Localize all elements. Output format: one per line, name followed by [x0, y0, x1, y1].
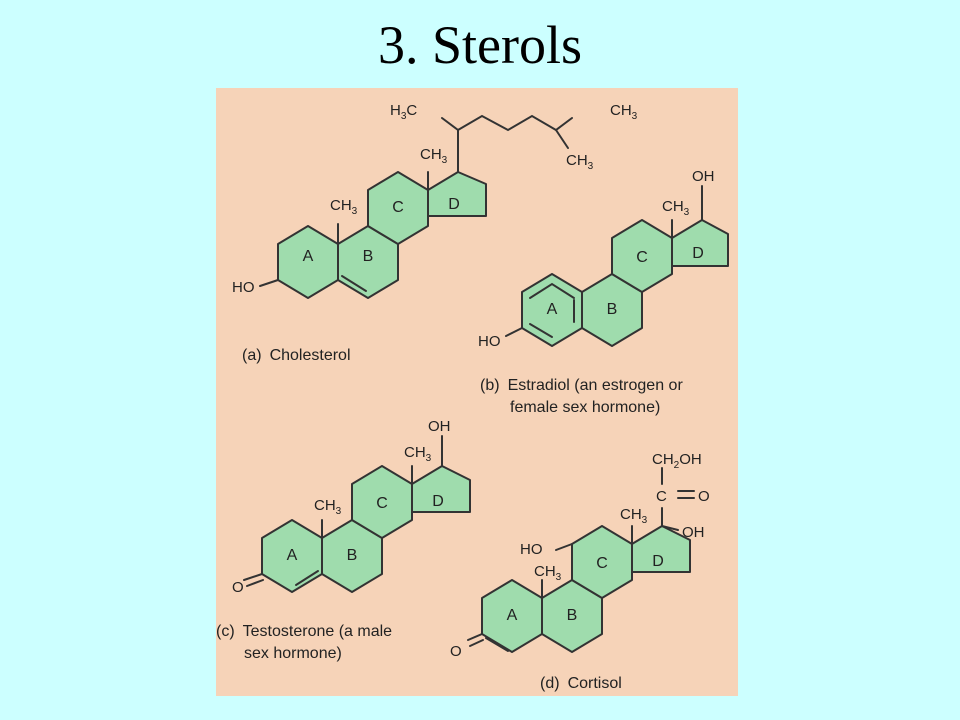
testosterone-label-a: A — [287, 547, 298, 564]
cholesterol-ring-d — [427, 171, 487, 217]
cortisol-ring-d — [631, 525, 691, 573]
cholesterol-methyl-2: CH3 — [420, 146, 448, 166]
testosterone-double-bond — [295, 570, 319, 586]
estradiol-caption-line-2: female sex hormone) — [510, 399, 660, 416]
cortisol-methyl-1: CH3 — [620, 506, 648, 526]
testosterone-ring-d — [411, 465, 471, 513]
cholesterol-methyl-1: CH3 — [330, 197, 358, 217]
cortisol-ho-group: HO — [520, 541, 543, 558]
cholesterol-label-d: D — [448, 196, 460, 213]
testosterone-methyl-1: CH3 — [314, 497, 342, 517]
cholesterol-double-bond — [341, 275, 367, 292]
cholesterol-side-chain — [457, 114, 573, 173]
cortisol-carbonyl-o: O — [698, 488, 710, 505]
testosterone-oh-group: OH — [428, 418, 451, 435]
testosterone-methyl-2: CH3 — [404, 444, 432, 464]
testosterone-o-group: O — [232, 579, 244, 596]
sterol-structures-diagram: A B C D HO CH3 CH3 H3C CH3 CH3 (a)Choles… — [216, 102, 729, 692]
testosterone-label-c: C — [376, 495, 388, 512]
cholesterol-label-a: A — [303, 248, 314, 265]
cholesterol-h3c-group: H3C — [390, 102, 417, 122]
testosterone-caption-line-1: (c)Testosterone (a male — [216, 623, 392, 640]
cortisol-carbonyl-c: C — [656, 488, 667, 505]
estradiol-methyl: CH3 — [662, 198, 690, 218]
cortisol-label-a: A — [507, 607, 518, 624]
cortisol-ch2oh-group: CH2OH — [652, 451, 702, 471]
cortisol-methyl-2: CH3 — [534, 563, 562, 583]
cholesterol-branch-ch3: CH3 — [566, 152, 594, 172]
estradiol-label-c: C — [636, 249, 648, 266]
cortisol-oh-group: OH — [682, 524, 705, 541]
testosterone-label-d: D — [432, 493, 444, 510]
estradiol-ho-group: HO — [478, 333, 501, 350]
testosterone-label-b: B — [347, 547, 358, 564]
estradiol-oh-group: OH — [692, 168, 715, 185]
estradiol-caption-line-1: (b)Estradiol (an estrogen or — [480, 377, 683, 394]
cortisol-label-c: C — [596, 555, 608, 572]
cholesterol-label-b: B — [363, 248, 374, 265]
testosterone-structure: A B C D O OH CH3 CH3 (c)Testosterone (a … — [216, 418, 471, 662]
estradiol-aromatic-bonds — [529, 282, 575, 299]
testosterone-caption-line-2: sex hormone) — [244, 645, 342, 662]
cortisol-label-b: B — [567, 607, 578, 624]
cholesterol-caption: (a)Cholesterol — [242, 347, 351, 364]
cortisol-caption: (d)Cortisol — [540, 675, 622, 692]
cortisol-o-group: O — [450, 643, 462, 660]
slide-title: 3. Sterols — [377, 15, 582, 75]
estradiol-ring-d — [671, 219, 729, 267]
figure-panel: A B C D HO CH3 CH3 H3C CH3 CH3 (a)Choles… — [216, 88, 738, 696]
cholesterol-chain-ch3: CH3 — [610, 102, 638, 122]
estradiol-structure: A B C D HO OH CH3 (b)Estradiol (an estro… — [478, 168, 729, 416]
estradiol-label-d: D — [692, 245, 704, 262]
cholesterol-label-c: C — [392, 199, 404, 216]
cortisol-double-bond — [485, 637, 509, 652]
estradiol-label-a: A — [547, 301, 558, 318]
estradiol-label-b: B — [607, 301, 618, 318]
cortisol-structure: A B C D O HO OH C O CH2OH CH3 CH3 (d)Cor… — [450, 451, 710, 692]
cholesterol-ho-group: HO — [232, 279, 255, 296]
cortisol-label-d: D — [652, 553, 664, 570]
cholesterol-structure: A B C D HO CH3 CH3 H3C CH3 CH3 (a)Choles… — [232, 102, 638, 364]
